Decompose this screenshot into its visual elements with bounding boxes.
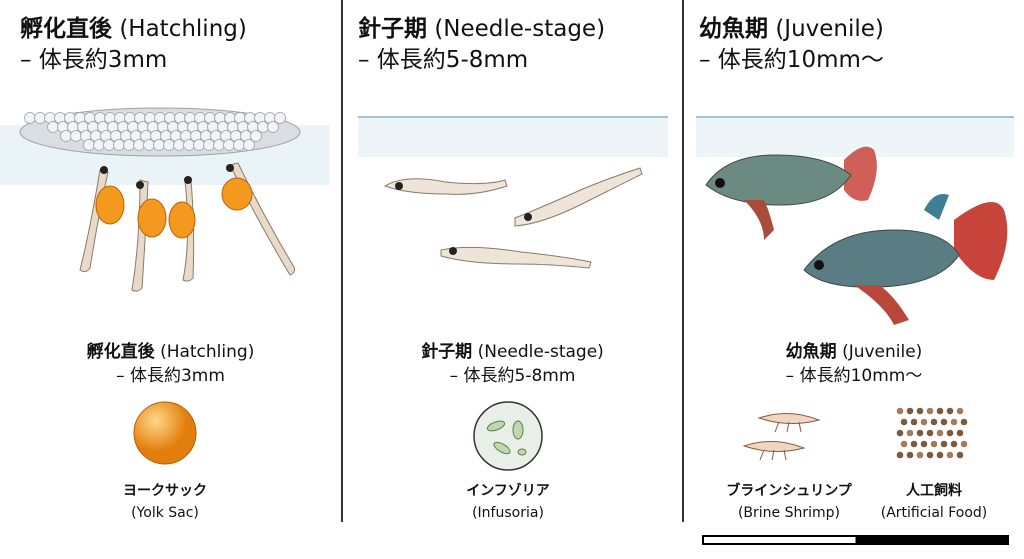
food-yolk-sac: ヨークサック(Yolk Sac) [123,483,207,521]
stage-needle: 針子期 (Needle-stage)– 体長約5-8mm 針子期 (Needle… [343,0,682,559]
needle-stage-illustration [358,116,668,269]
food-artificial: 人工飼料(Artificial Food) [880,483,988,521]
stage-caption: 孵化直後 (Hatchling)– 体長約3mm [86,342,255,386]
stage-caption: 針子期 (Needle-stage)– 体長約5-8mm [421,342,604,386]
stage-juvenile: 幼魚期 (Juvenile)– 体長約10mm〜 幼魚期 (Juvenile)–… [684,0,1024,559]
food-brine-shrimp: ブラインシュリンプ(Brine Shrimp) [726,483,852,521]
yolk-sacs [95,177,253,239]
hatchling-illustration [0,107,330,292]
stage-title: 幼魚期 (Juvenile)– 体長約10mm〜 [699,16,884,73]
divider-2 [682,0,684,522]
food-infusoria: インフゾリア(Infusoria) [466,483,550,521]
stage-hatchling: 孵化直後 (Hatchling)– 体長約3mm 孵化直後 (Hatchling… [0,0,341,559]
juvenile-illustration [696,116,1014,325]
stage-caption: 幼魚期 (Juvenile)– 体長約10mm〜 [785,342,923,386]
infusoria-icon [473,401,543,471]
juvenile-fish-1 [705,146,877,240]
stage-title: 孵化直後 (Hatchling)– 体長約3mm [20,16,247,73]
divider-1 [341,0,343,522]
brine-shrimp-icon [742,413,821,461]
needle-larvae [383,167,643,269]
artificial-food-icon [896,407,968,459]
stage-title: 針子期 (Needle-stage)– 体長約5-8mm [358,16,606,73]
scale-bar [702,535,1009,545]
juvenile-fish-2 [803,194,1008,325]
yolk-sac-icon [133,401,197,465]
